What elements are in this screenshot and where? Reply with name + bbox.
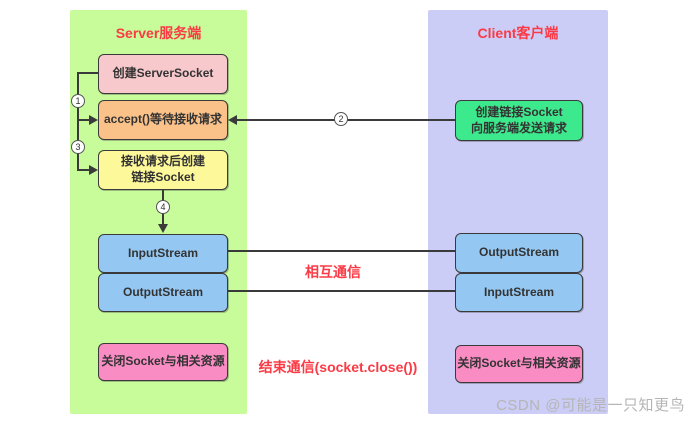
- step1-accept-branch-line: [77, 119, 89, 121]
- step2-arrowhead-icon: [228, 115, 237, 125]
- server-create-link-socket-box: 接收请求后创建 链接Socket: [98, 150, 228, 190]
- step-1-badge: 1: [71, 94, 85, 108]
- step1-accept-arrowhead-icon: [89, 115, 98, 125]
- client-inputstream-box: InputStream: [455, 273, 583, 312]
- step-2-badge: 2: [334, 112, 348, 126]
- server-accept-box: accept()等待接收请求: [98, 100, 228, 140]
- server-outputstream-box: OutputStream: [98, 273, 228, 312]
- server-panel-title: Server服务端: [115, 25, 202, 41]
- watermark-text: CSDN @可能是一只知更鸟: [496, 397, 685, 414]
- client-close-socket-box: 关闭Socket与相关资源: [455, 345, 583, 383]
- step3-branch-line: [77, 169, 89, 171]
- comm-line-input-output: [228, 250, 455, 252]
- step-3-badge: 3: [71, 140, 85, 154]
- server-create-serversocket-box: 创建ServerSocket: [98, 54, 228, 94]
- client-panel-title: Client客户端: [477, 25, 559, 41]
- server-close-socket-box: 关闭Socket与相关资源: [98, 343, 228, 381]
- comm-line-output-input: [228, 290, 455, 292]
- step1-top-branch-line: [77, 72, 98, 74]
- step1-3-vertical-line: [77, 72, 79, 171]
- client-create-socket-box: 创建链接Socket 向服务端发送请求: [455, 100, 583, 141]
- step3-arrowhead-icon: [89, 165, 98, 175]
- mutual-communication-label: 相互通信: [305, 264, 361, 280]
- end-communication-label: 结束通信(socket.close()): [258, 359, 418, 375]
- step4-arrowhead-icon: [158, 224, 168, 233]
- client-outputstream-box: OutputStream: [455, 233, 583, 273]
- server-inputstream-box: InputStream: [98, 234, 228, 273]
- step-4-badge: 4: [156, 200, 170, 214]
